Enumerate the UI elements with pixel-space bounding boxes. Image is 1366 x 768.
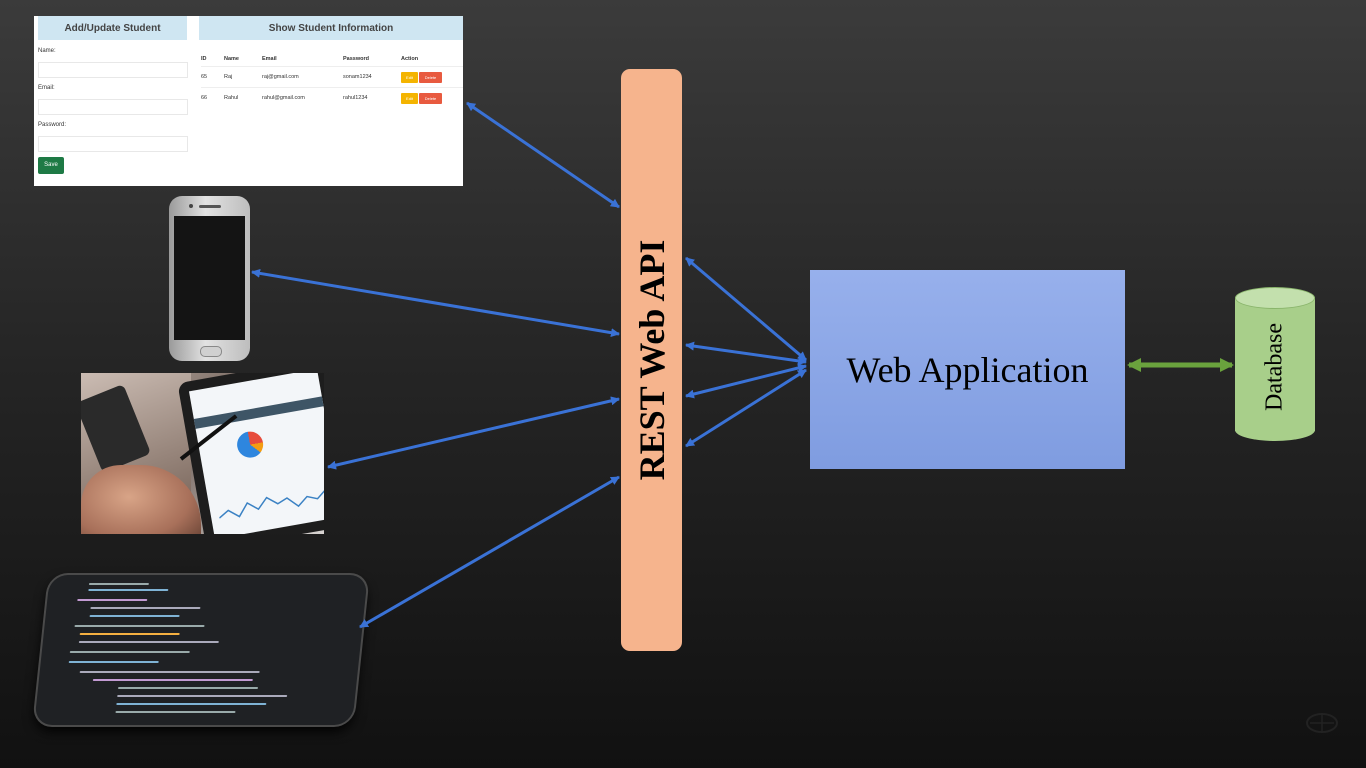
web-application-box: Web Application xyxy=(810,270,1125,469)
student-web-form: Add/Update Student Name: Email: Password… xyxy=(34,16,463,186)
add-update-student-panel: Add/Update Student Name: Email: Password… xyxy=(34,16,188,186)
edit-button[interactable]: Edit xyxy=(401,92,418,104)
password-field[interactable] xyxy=(38,136,188,152)
col-password: Password xyxy=(343,56,369,62)
name-label: Name: xyxy=(38,48,56,54)
photo-tablet xyxy=(177,373,324,534)
show-student-panel: Show Student Information ID Name Email P… xyxy=(199,16,463,186)
code-laptop-image xyxy=(34,571,368,736)
database-label: Database xyxy=(1261,323,1288,411)
cell-id: 65 xyxy=(201,66,224,88)
phone-camera xyxy=(189,204,193,208)
smartphone-image xyxy=(169,196,250,361)
col-action: Action xyxy=(401,56,419,62)
delete-button[interactable]: Delete xyxy=(419,71,442,83)
delete-button[interactable]: Delete xyxy=(419,92,442,104)
arrow-tablet-api xyxy=(327,396,620,470)
show-student-header: Show Student Information xyxy=(199,16,463,40)
arrow-api-webapp-3 xyxy=(685,363,807,399)
name-field[interactable] xyxy=(38,62,188,78)
database-cylinder: Database xyxy=(1235,287,1315,441)
col-id: ID xyxy=(201,56,207,62)
col-name: Name xyxy=(224,56,239,62)
student-table: ID Name Email Password Action 65 Raj raj… xyxy=(201,52,463,108)
photo-dashboard-header xyxy=(193,396,324,429)
save-button[interactable]: Save xyxy=(38,157,64,174)
photo-tablet-screen xyxy=(188,373,324,534)
arrow-phone-api xyxy=(251,268,620,338)
rest-web-api-label: REST Web API xyxy=(631,239,672,481)
email-label: Email: xyxy=(38,85,55,91)
phone-screen xyxy=(174,216,245,340)
cell-password: sonam1234 xyxy=(343,66,401,88)
edit-button[interactable]: Edit xyxy=(401,71,418,83)
tablet-analytics-photo xyxy=(81,373,324,534)
rest-web-api-bar: REST Web API xyxy=(621,69,682,651)
cell-id: 66 xyxy=(201,87,224,108)
cell-email: rahul@gmail.com xyxy=(262,87,343,108)
arrow-webform-api xyxy=(466,101,620,209)
col-email: Email xyxy=(262,56,277,62)
web-application-label: Web Application xyxy=(846,349,1089,390)
arrow-laptop-api xyxy=(359,475,620,629)
database-top xyxy=(1235,287,1315,309)
phone-speaker xyxy=(199,205,221,208)
email-field[interactable] xyxy=(38,99,188,115)
table-header-row: ID Name Email Password Action xyxy=(201,52,463,67)
database-bottom xyxy=(1235,419,1315,441)
password-label: Password: xyxy=(38,122,67,128)
arrow-api-webapp-2 xyxy=(685,341,807,366)
cell-name: Raj xyxy=(224,66,262,88)
cell-email: raj@gmail.com xyxy=(262,66,343,88)
photo-pie-chart xyxy=(235,429,266,460)
code-screen xyxy=(34,575,368,725)
add-update-header: Add/Update Student xyxy=(38,16,187,40)
photo-line-chart xyxy=(218,488,324,519)
cell-name: Rahul xyxy=(224,87,262,108)
cell-password: rahul1234 xyxy=(343,87,401,108)
arrow-api-webapp-4 xyxy=(685,368,807,448)
phone-home-button xyxy=(200,346,222,357)
arrow-api-webapp-1 xyxy=(685,256,807,362)
database-body xyxy=(1235,297,1315,431)
watermark-logo-icon xyxy=(1306,713,1338,733)
